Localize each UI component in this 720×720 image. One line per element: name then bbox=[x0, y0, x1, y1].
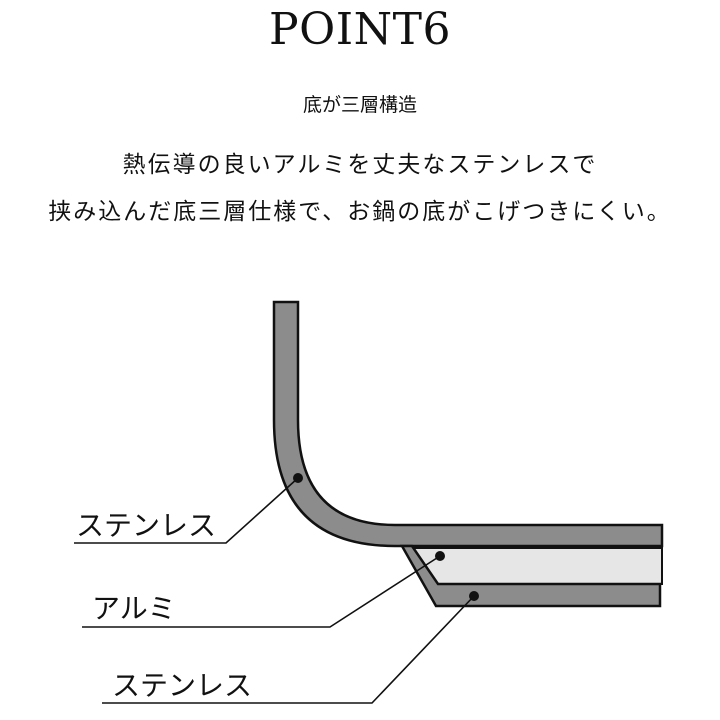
page-title: POINT6 bbox=[269, 4, 451, 55]
page-subtitle: 底が三層構造 bbox=[302, 94, 417, 116]
description-line-1: 熱伝導の良いアルミを丈夫なステンレスで bbox=[122, 152, 598, 178]
label-aluminum: アルミ bbox=[92, 592, 176, 625]
leader-line-aluminum bbox=[82, 555, 441, 628]
label-stainless-top: ステンレス bbox=[76, 509, 216, 542]
stainless-layer-lower bbox=[399, 544, 662, 608]
leader-line-stainless-bottom bbox=[102, 595, 475, 704]
leader-line-stainless-top bbox=[74, 477, 299, 544]
aluminum-layer bbox=[410, 547, 663, 585]
stainless-layer-upper bbox=[272, 300, 664, 548]
description-line-2: 挟み込んだ底三層仕様で、お鍋の底がこげつきにくい。 bbox=[48, 199, 672, 225]
label-stainless-bottom: ステンレス bbox=[112, 669, 252, 702]
